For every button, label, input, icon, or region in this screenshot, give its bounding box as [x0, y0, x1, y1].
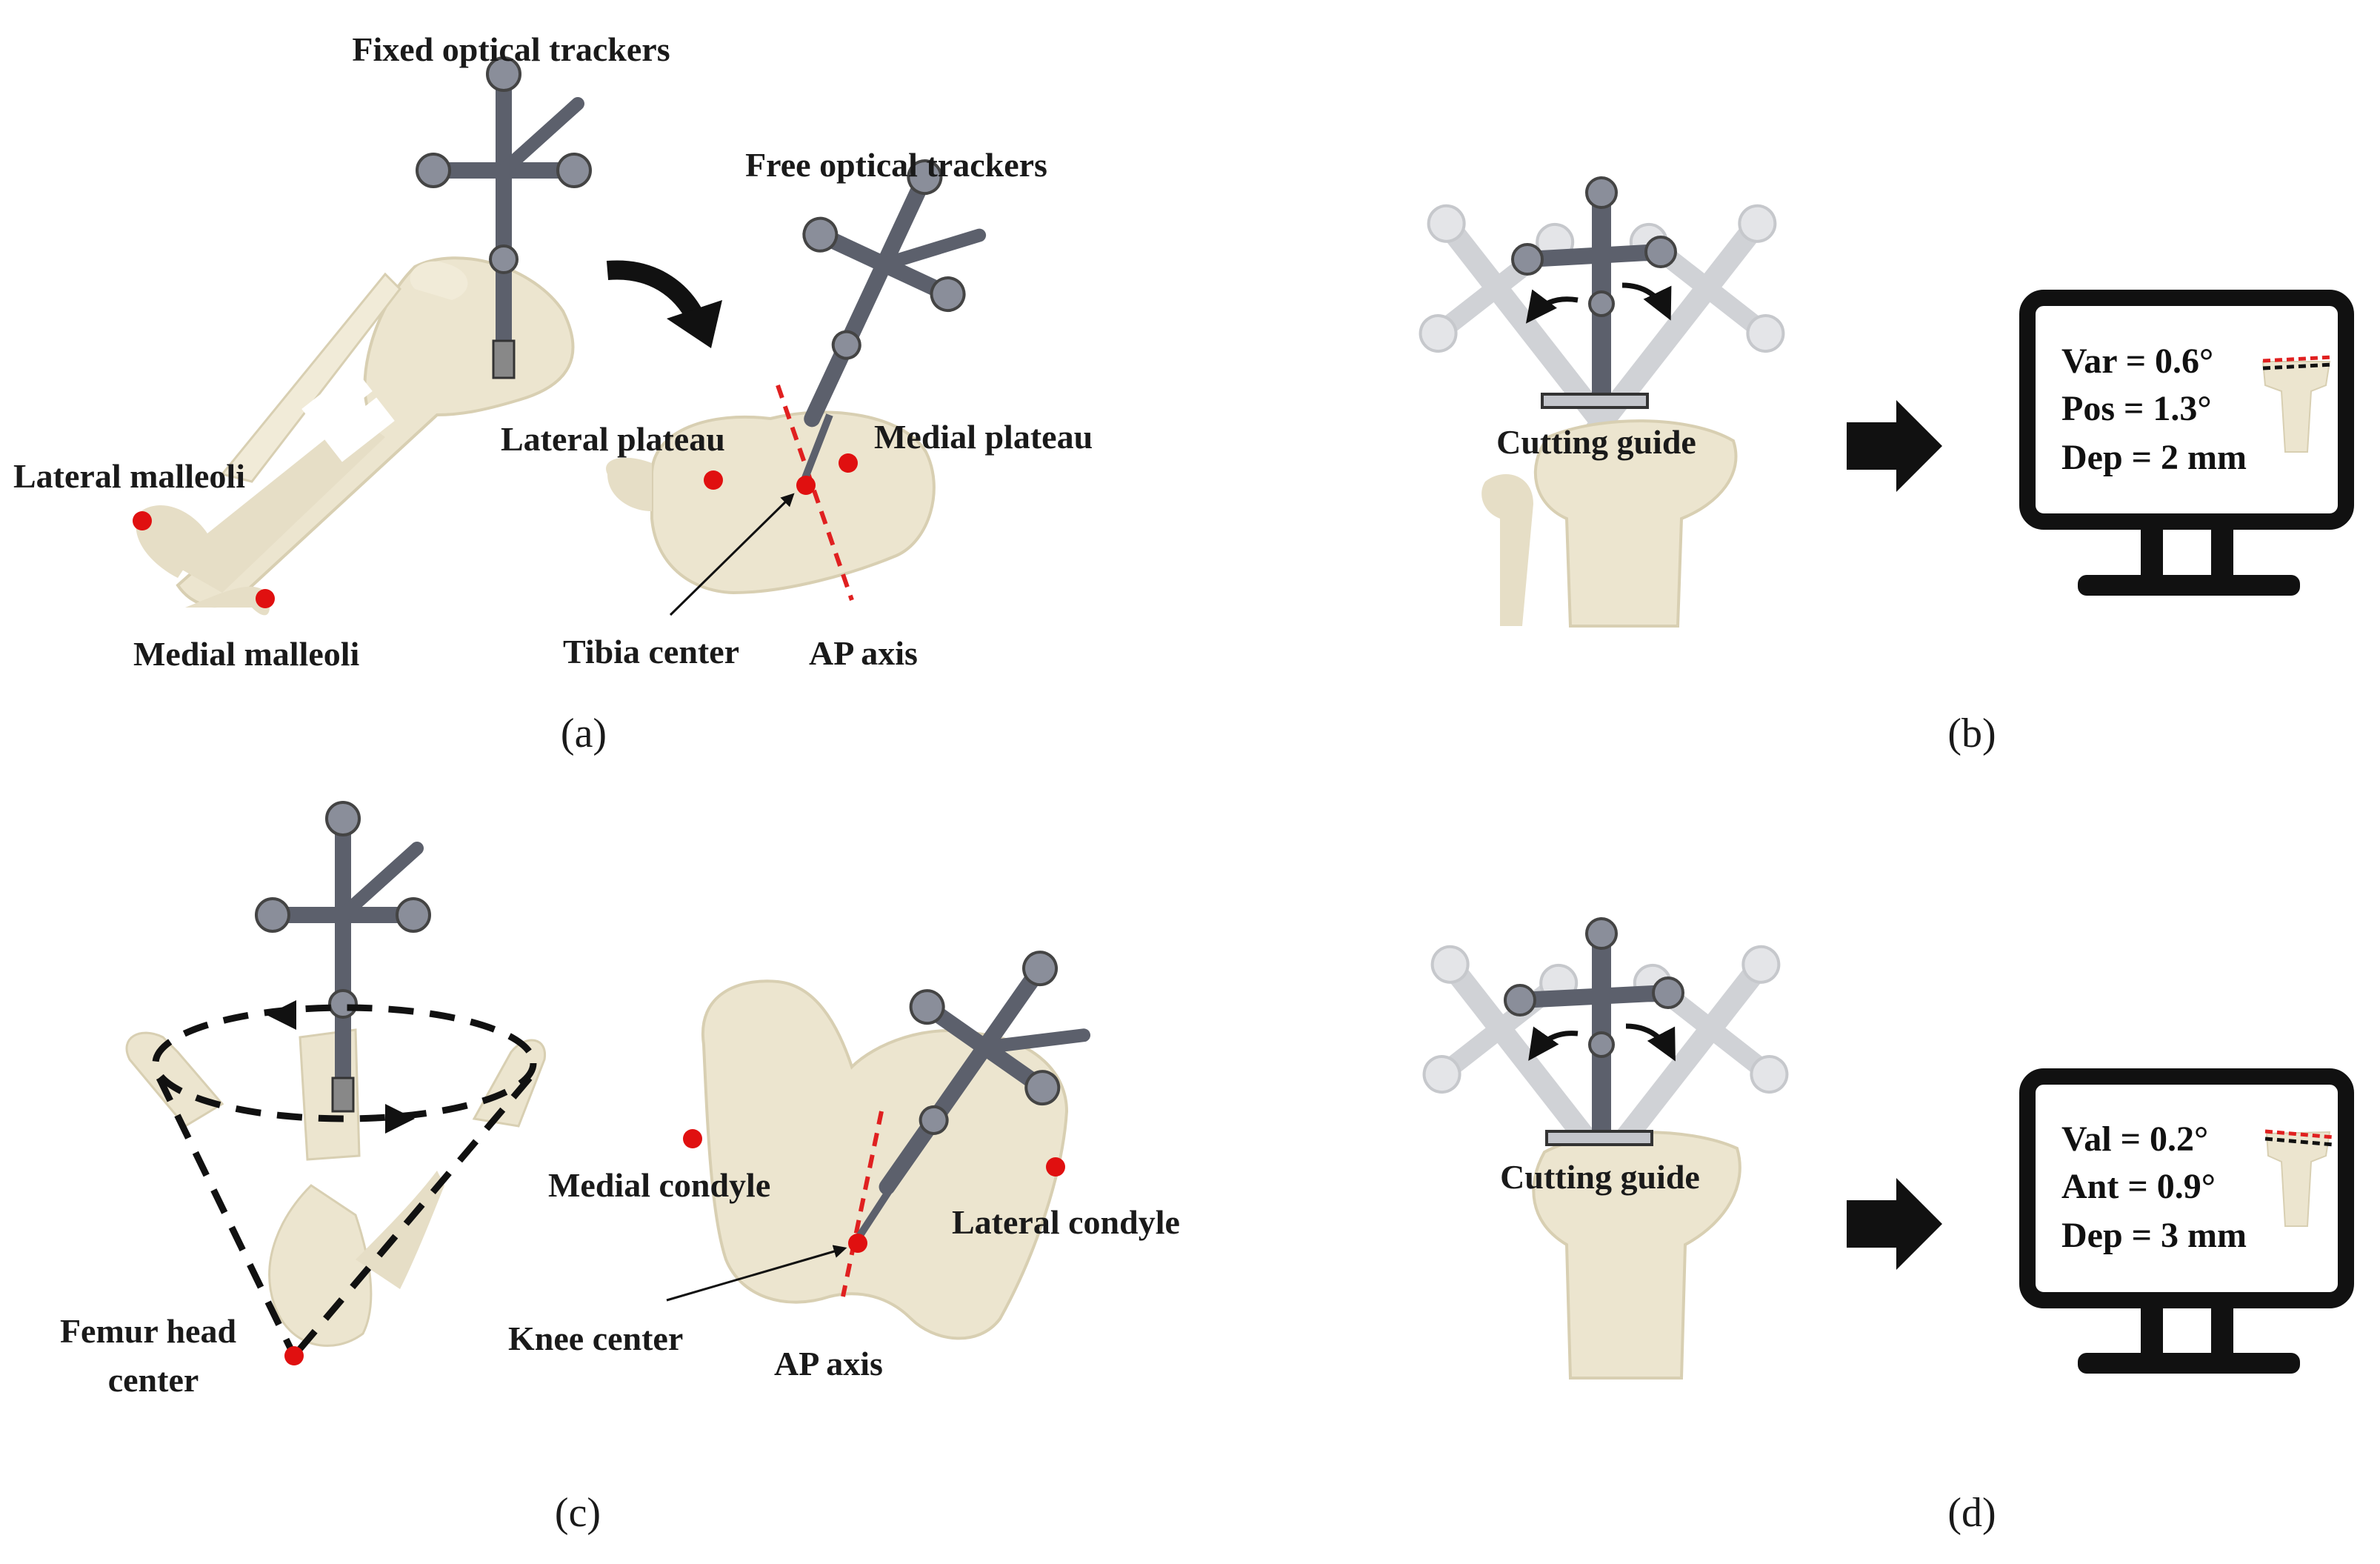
medial-malleoli-point — [256, 589, 275, 608]
cone-arrow-bottom-c — [385, 1104, 415, 1134]
distal-femur-c — [701, 979, 1069, 1340]
label-femur-head-line2: center — [108, 1361, 199, 1399]
panel-d: Cutting guide Val = 0.2° Ant = 0.9° Dep … — [1367, 894, 2354, 1536]
tibia-center-point — [796, 476, 816, 495]
label-cutting-guide-b: Cutting guide — [1496, 423, 1696, 461]
free-tracker-probe-a — [800, 413, 833, 483]
mini-tibia-b — [2261, 355, 2334, 453]
label-cutting-guide-d: Cutting guide — [1500, 1158, 1700, 1196]
panel-c: Femur head center Medial condyle Lateral… — [60, 802, 1180, 1536]
medial-plateau-point — [839, 453, 858, 473]
cone-line-left-c — [156, 1077, 298, 1357]
label-lateral-malleoli: Lateral malleoli — [13, 457, 245, 495]
cutting-guide-plate-b — [1541, 393, 1649, 409]
label-lateral-condyle: Lateral condyle — [952, 1203, 1180, 1241]
label-fixed-trackers: Fixed optical trackers — [352, 30, 670, 68]
monitor-b-line3: Dep = 2 mm — [2061, 438, 2247, 477]
monitor-d: Val = 0.2° Ant = 0.9° Dep = 3 mm — [2019, 1068, 2354, 1374]
lateral-plateau-point — [704, 470, 723, 490]
ap-axis-line-c — [841, 1111, 884, 1297]
panel-a: Fixed optical trackers Lateral malleoli … — [13, 30, 1093, 756]
knee-center-point — [848, 1234, 867, 1253]
mini-tibia-d — [2264, 1129, 2334, 1227]
label-femur-head-line1: Femur head — [60, 1312, 237, 1350]
label-tibia-center: Tibia center — [563, 633, 739, 670]
label-knee-center: Knee center — [508, 1320, 683, 1357]
block-arrow-d — [1847, 1178, 1942, 1270]
monitor-b: Var = 0.6° Pos = 1.3° Dep = 2 mm — [2019, 290, 2354, 596]
lateral-malleoli-point — [133, 511, 152, 530]
rotate-arrow-right-b — [1621, 282, 1672, 321]
label-lateral-plateau: Lateral plateau — [501, 420, 725, 458]
tibia-bone-a — [136, 256, 575, 616]
monitor-d-line3: Dep = 3 mm — [2061, 1216, 2247, 1255]
caption-b: (b) — [1947, 711, 1996, 756]
monitor-d-line2: Ant = 0.9° — [2061, 1167, 2216, 1206]
femur-bones-c — [125, 1028, 546, 1347]
rotation-arrow-a — [606, 260, 722, 348]
ap-axis-line-a — [776, 385, 854, 601]
knee-center-pointer — [666, 1245, 847, 1302]
cone-arrow-top-c — [267, 1000, 296, 1030]
fixed-optical-tracker — [417, 58, 590, 379]
rotation-ellipse-c — [152, 1004, 537, 1122]
label-medial-malleoli: Medial malleoli — [133, 635, 360, 673]
monitor-b-line2: Pos = 1.3° — [2061, 389, 2212, 428]
cutting-guide-tracker-d — [1504, 917, 1684, 1143]
panel-b: Cutting guide Var = 0.6° Pos = 1.3° Dep … — [1363, 153, 2354, 756]
monitor-d-line1: Val = 0.2° — [2061, 1119, 2208, 1159]
cone-line-right-c — [291, 1076, 533, 1358]
cutting-guide-plate-d — [1545, 1130, 1653, 1146]
lateral-condyle-point — [1046, 1157, 1065, 1177]
label-free-trackers: Free optical trackers — [745, 146, 1047, 184]
rotate-arrow-right-d — [1625, 1023, 1676, 1062]
label-ap-axis-a: AP axis — [809, 634, 918, 672]
rotate-arrow-left-d — [1528, 1026, 1579, 1061]
block-arrow-b — [1847, 400, 1942, 492]
label-medial-plateau: Medial plateau — [874, 418, 1093, 456]
cutting-guide-tracker-b — [1511, 176, 1677, 402]
rotate-arrow-left-b — [1525, 289, 1579, 324]
caption-a: (a) — [561, 711, 607, 756]
caption-d: (d) — [1947, 1490, 1996, 1536]
caption-c: (c) — [555, 1490, 601, 1536]
femur-head-center-point — [284, 1346, 304, 1365]
label-medial-condyle: Medial condyle — [548, 1166, 770, 1204]
tibia-center-pointer — [669, 493, 795, 616]
femur-tracker-c — [256, 802, 430, 1113]
monitor-b-line1: Var = 0.6° — [2061, 342, 2213, 381]
medial-condyle-point — [683, 1129, 702, 1148]
tibia-bone-b — [1481, 419, 1738, 628]
label-ap-axis-c: AP axis — [774, 1345, 883, 1382]
knee-probe-c — [854, 1183, 896, 1241]
